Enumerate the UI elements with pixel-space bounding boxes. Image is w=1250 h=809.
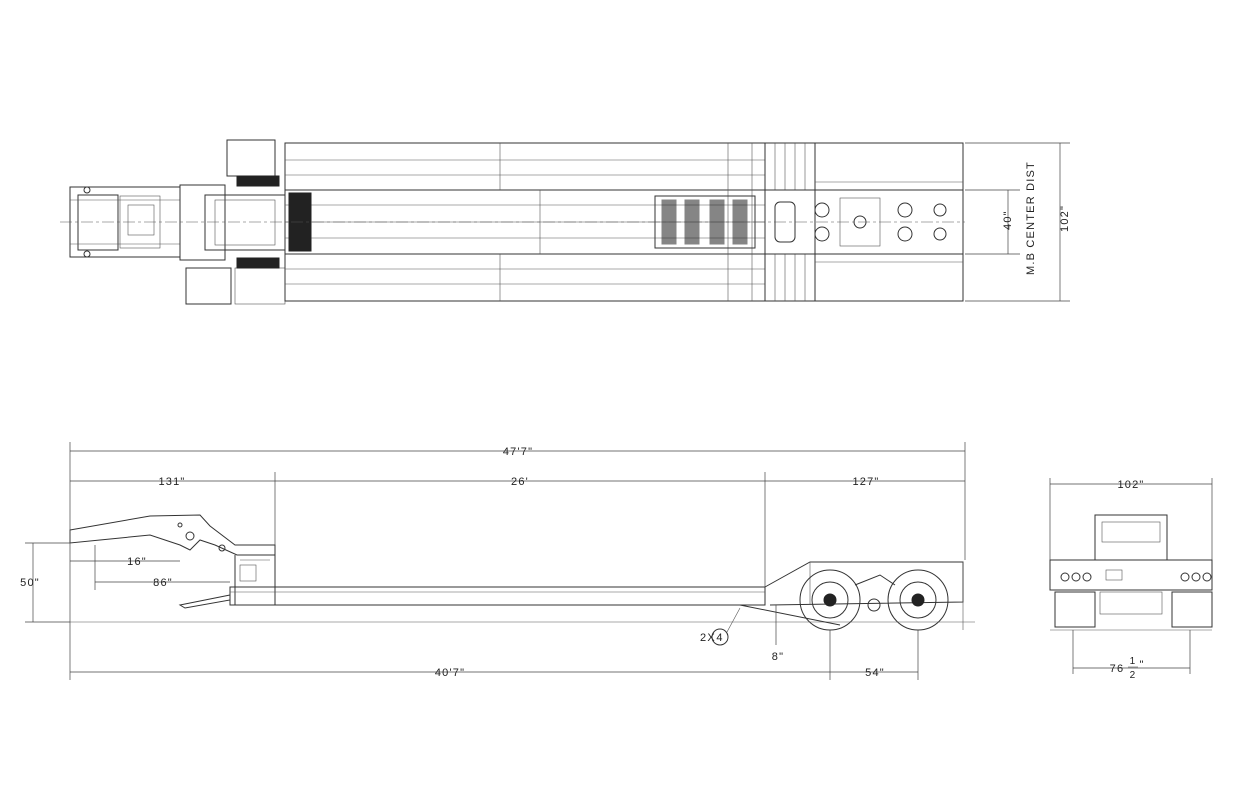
callout-prefix: 2X bbox=[700, 632, 716, 644]
side-view bbox=[69, 514, 975, 631]
rear-width-dimension: 102" bbox=[1117, 479, 1144, 491]
rear-view bbox=[1049, 514, 1213, 631]
top-view bbox=[60, 139, 965, 305]
mb-center-dist-label: M.B CENTER DIST bbox=[1025, 161, 1037, 275]
rear-view-dimensions: 102" 76 1 2 " bbox=[1049, 478, 1213, 681]
track-width-whole: 76 bbox=[1110, 663, 1125, 675]
gooseneck-length-dimension: 131" bbox=[158, 476, 185, 488]
track-width-numerator: 1 bbox=[1130, 656, 1137, 667]
swing-clearance-dimension: 86" bbox=[153, 577, 173, 589]
top-view-dimensions: 40" M.B CENTER DIST 102" bbox=[965, 142, 1071, 302]
overall-length-dimension: 47'7" bbox=[503, 446, 533, 458]
kingpin-to-axle-dimension: 40'7" bbox=[435, 667, 465, 679]
deck-length-dimension: 26' bbox=[511, 476, 529, 488]
kingpin-offset-dimension: 16" bbox=[127, 556, 147, 568]
side-view-dimensions: 47'7" 131" 26' 127" 50" 16" 86" 40'7" 54… bbox=[20, 442, 966, 680]
axle-spread-dimension: 54" bbox=[865, 667, 885, 679]
track-width-unit: " bbox=[1139, 659, 1144, 671]
top-width-dimension: 102" bbox=[1059, 205, 1071, 232]
track-width-denominator: 2 bbox=[1130, 670, 1137, 681]
height-dimension: 50" bbox=[20, 577, 40, 589]
mb-center-dist-value: 40" bbox=[1002, 210, 1014, 230]
ground-clearance-dimension: 8" bbox=[772, 651, 784, 663]
rear-length-dimension: 127" bbox=[852, 476, 879, 488]
callout-number: 4 bbox=[716, 632, 723, 644]
